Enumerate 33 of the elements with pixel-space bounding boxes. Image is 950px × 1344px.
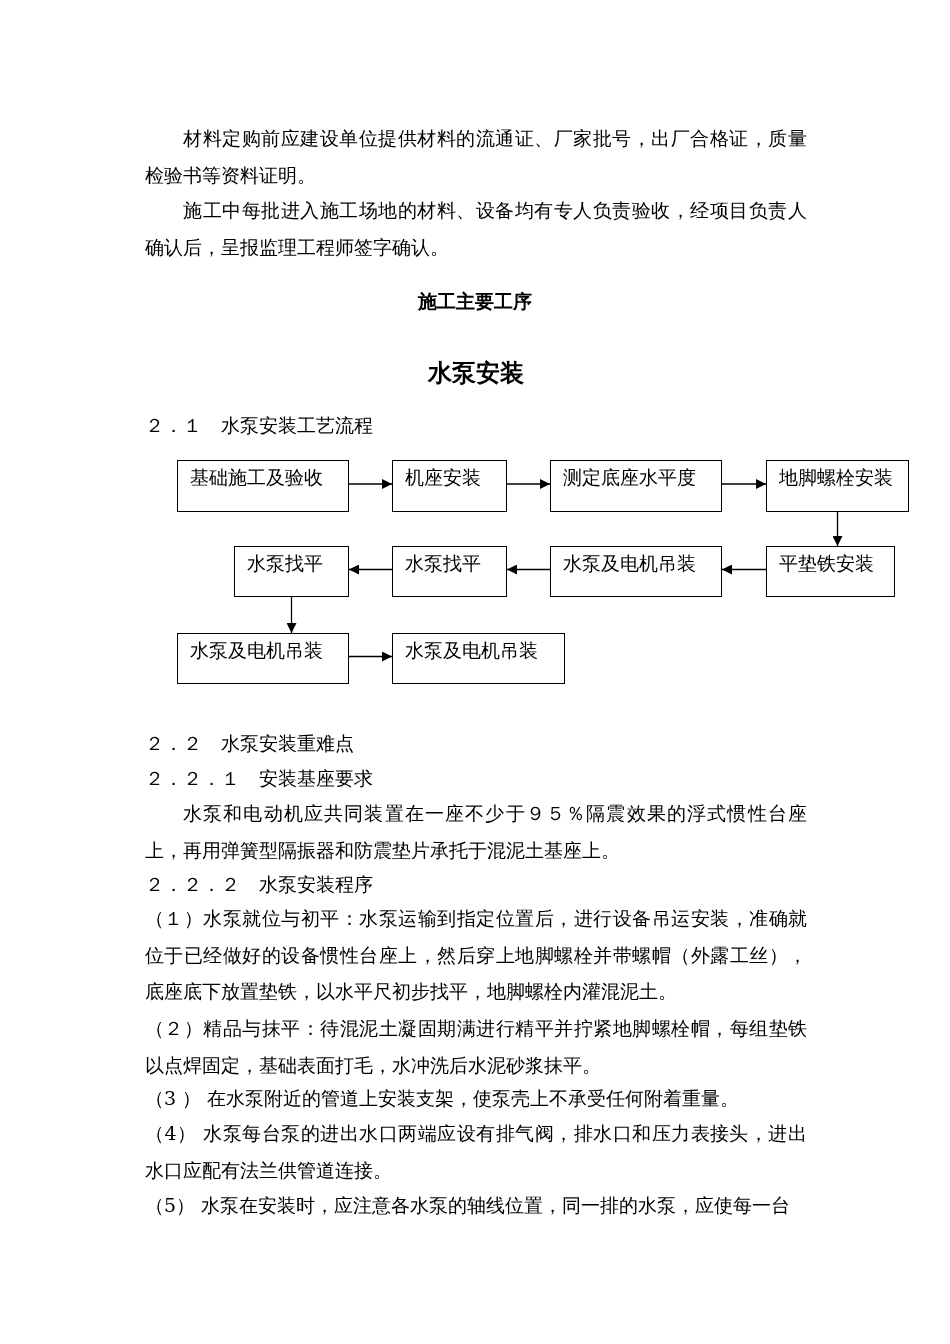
section-heading: 施工主要工序 bbox=[417, 289, 533, 314]
section-heading: ２．２．２ 水泵安装程序 bbox=[145, 872, 374, 897]
process-box: 水泵及电机吊装 bbox=[392, 633, 565, 684]
paragraph: （１）水泵就位与初平：水泵运输到指定位置后，进行设备吊运安装，准确就位于已经做好的设备惯性台座上，然后穿上地脚螺栓并带螺帽（外露工丝），底座底下放置垫铁，以水平尺初步找平，地脚螺栓内灌混泥土。 bbox=[145, 906, 807, 1004]
paragraph: （２）精品与抹平：待混泥土凝固期满进行精平并拧紧地脚螺栓帽，每组垫铁以点焊固定，基础表面打毛，水冲洗后水泥砂浆抹平。 bbox=[145, 1016, 807, 1078]
process-box: 机座安装 bbox=[392, 460, 507, 512]
section-heading: ２．２ 水泵安装重难点 bbox=[145, 731, 355, 756]
paragraph: （5） 水泵在安装时，应注意各水泵的轴线位置，同一排的水泵，应使每一台 bbox=[145, 1193, 792, 1218]
process-box: 地脚螺栓安装 bbox=[766, 460, 909, 512]
arrow bbox=[506, 564, 551, 575]
process-box: 水泵及电机吊装 bbox=[550, 546, 722, 597]
process-box: 平垫铁安装 bbox=[766, 546, 895, 597]
section-heading: ２．２．１ 安装基座要求 bbox=[145, 766, 374, 791]
section-heading: ２．１ 水泵安装工艺流程 bbox=[145, 413, 374, 438]
arrow bbox=[832, 511, 843, 547]
process-box: 基础施工及验收 bbox=[177, 460, 349, 512]
paragraph: 水泵和电动机应共同装置在一座不少于９５％隔震效果的浮式惯性台座上，再用弹簧型隔振器和防震垫片承托于混泥土基座上。 bbox=[145, 801, 807, 863]
paragraph: （4） 水泵每台泵的进出水口两端应设有排气阀，排水口和压力表接头，进出水口应配有法兰供管道连接。 bbox=[145, 1121, 807, 1183]
process-box: 水泵及电机吊装 bbox=[177, 633, 349, 684]
process-box: 测定底座水平度 bbox=[550, 460, 722, 512]
arrow bbox=[348, 651, 393, 662]
arrow bbox=[348, 564, 393, 575]
arrow bbox=[721, 564, 767, 575]
paragraph: 施工中每批进入施工场地的材料、设备均有专人负责验收，经项目负责人确认后，呈报监理工程师签字确认。 bbox=[145, 198, 807, 260]
process-box: 水泵找平 bbox=[392, 546, 507, 597]
arrow bbox=[348, 479, 393, 489]
paragraph: 材料定购前应建设单位提供材料的流通证、厂家批号，出厂合格证，质量检验书等资料证明。 bbox=[145, 126, 807, 188]
process-box: 水泵找平 bbox=[234, 546, 349, 597]
arrow bbox=[506, 479, 551, 489]
paragraph: （3 ） 在水泵附近的管道上安装支架，使泵壳上不承受任何附着重量。 bbox=[145, 1086, 741, 1111]
title: 水泵安装 bbox=[426, 357, 525, 389]
arrow bbox=[721, 479, 767, 489]
arrow bbox=[286, 596, 297, 634]
